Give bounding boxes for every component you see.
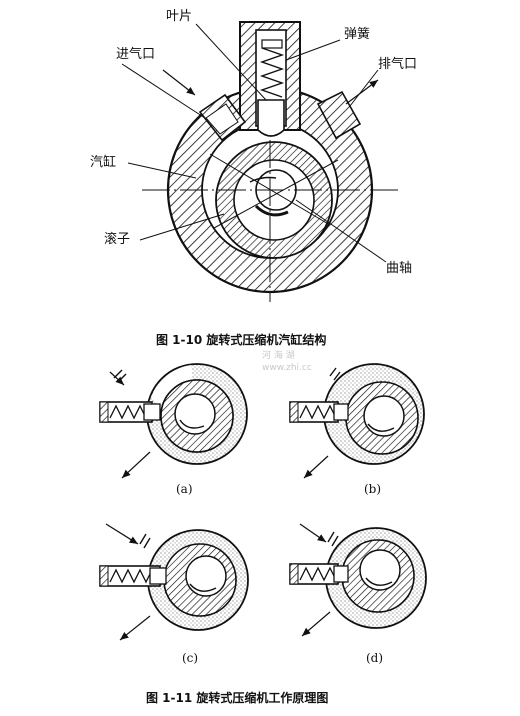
panel-a: (a) — [99, 363, 248, 496]
label-vane: 叶片 — [166, 9, 192, 24]
panel-a-label: (a) — [176, 482, 193, 496]
label-cylinder: 汽缸 — [90, 154, 116, 170]
operating-principle-diagram: (a) (b) — [99, 363, 427, 705]
panel-c-label: (c) — [182, 651, 198, 665]
label-exhaust: 排气口 — [378, 56, 417, 72]
panel-d: (d) — [289, 523, 427, 665]
compressor-cylinder-diagram: 叶片 弹簧 进气口 排气口 汽缸 滚子 曲轴 图 1-10 旋转式压缩机汽缸结构 — [90, 9, 417, 347]
label-crankshaft: 曲轴 — [386, 261, 412, 276]
panel-c: (c) — [99, 523, 249, 665]
vane-blade — [257, 99, 285, 137]
panel-d-label: (d) — [366, 651, 383, 665]
watermark-line2: www.zhi.cc — [262, 363, 312, 373]
label-spring: 弹簧 — [344, 26, 370, 42]
label-intake: 进气口 — [116, 46, 155, 62]
label-roller: 滚子 — [104, 231, 130, 247]
spring — [259, 47, 285, 98]
panel-b: (b) — [289, 363, 425, 496]
panel-b-label: (b) — [364, 482, 381, 496]
watermark-line1: 河 海 湖 — [262, 349, 295, 361]
caption-fig-1-11: 图 1-11 旋转式压缩机工作原理图 — [146, 690, 328, 705]
exhaust-port — [316, 90, 362, 140]
caption-fig-1-10: 图 1-10 旋转式压缩机汽缸结构 — [156, 332, 326, 347]
